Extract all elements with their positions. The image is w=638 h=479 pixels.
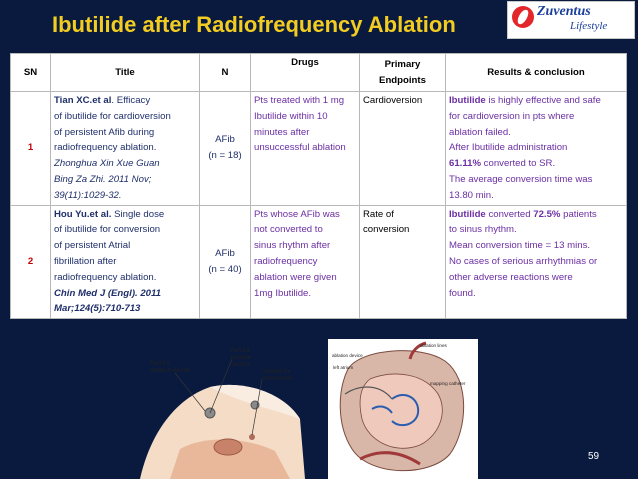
row1-results-l6: The average conversion time was <box>449 173 593 185</box>
row1-drugs-l1: Pts treated with 1 mg <box>254 95 345 106</box>
row1-title: Tian XC.et al. Efficacy of ibutilide for… <box>50 91 200 206</box>
header-endpoints-line2: Endpoints <box>379 74 426 86</box>
row1-results: Ibutilide is highly effective and safe f… <box>445 91 627 206</box>
header-endpoints: Primary Endpoints <box>359 53 446 92</box>
row2-results-drug: Ibutilide <box>449 208 486 220</box>
row2-results-l4: No cases of serious arrhythmias or <box>449 255 598 267</box>
logo-mark-icon <box>512 6 534 28</box>
row2-results-pct: 72.5% <box>533 208 561 220</box>
surgical-port-illustration: Port for surgical camera Port for ablati… <box>140 348 305 479</box>
row2-title: Hou Yu.et al. Single dose of ibutilide f… <box>50 204 200 320</box>
row1-title-l5: Zhonghua Xin Xue Guan <box>54 158 160 170</box>
row1-title-l6: Bing Za Zhi. 2011 Nov; <box>54 173 152 185</box>
row2-n-label: AFib <box>215 248 235 260</box>
header-drugs-label: Drugs <box>291 57 319 68</box>
label-ablation-device: ablation device <box>332 353 363 358</box>
zuventus-logo: Zuventus Lifestyle <box>507 1 635 39</box>
header-n: N <box>199 53 251 92</box>
illustrations: Port for surgical camera Port for ablati… <box>140 339 478 479</box>
row2-n: AFib (n = 40) <box>199 204 251 320</box>
row2-title-l4: fibrillation after <box>54 255 117 267</box>
row2-results-l5: other adverse reactions were <box>449 271 573 283</box>
row2-drugs-l1: Pts whose AFib was <box>254 208 340 220</box>
row2-title-l3: of persistent Atrial <box>54 240 131 252</box>
row1-results-pct: 61.11% <box>449 158 482 170</box>
row1-results-l7: 13.80 min. <box>449 189 494 201</box>
logo-tagline: Lifestyle <box>570 20 608 32</box>
row1-author: Tian XC.et al <box>54 95 112 106</box>
row1-title-l1: . Efficacy <box>111 95 151 106</box>
heart-ablation-illustration: ablation lines mapping catheter ablation… <box>328 339 478 479</box>
table-row: 1 Tian XC.et al. Efficacy of ibutilide f… <box>10 91 627 206</box>
row2-drugs-l6: 1mg Ibutilide. <box>254 287 312 299</box>
page-number: 59 <box>588 451 600 462</box>
label-left-atrium: left atrium <box>333 365 353 370</box>
row2-title-l6: Chin Med J (Engl). 2011 <box>54 287 161 299</box>
label-mapping-catheter: mapping catheter <box>430 381 466 386</box>
row1-drugs: Pts treated with 1 mg Ibutilide within 1… <box>250 91 360 206</box>
row1-results-l4: After Ibutilide administration <box>449 142 568 154</box>
header-drugs: Drugs <box>250 53 360 92</box>
row1-n-label: AFib <box>215 134 235 146</box>
table-header-row: SN Title N Drugs Primary Endpoints Resul… <box>10 53 627 92</box>
row2-drugs: Pts whose AFib was not converted to sinu… <box>250 204 360 320</box>
row2-n-count: (n = 40) <box>208 263 242 275</box>
label-port-device-1: Port for <box>150 361 170 367</box>
label-incision-1: Incision for <box>262 369 291 375</box>
slide-title: Ibutilide after Radiofrequency Ablation <box>52 12 456 37</box>
row1-title-l3: of persistent Afib during <box>54 126 155 138</box>
row2-results-l1-rest: patients <box>560 208 597 220</box>
header-endpoints-line1: Primary <box>384 58 421 70</box>
header-title: Title <box>50 53 200 92</box>
label-ablation-lines: ablation lines <box>420 343 448 348</box>
row2-results: Ibutilide converted 72.5% patients to si… <box>445 204 627 320</box>
row1-title-l4: radiofrequency ablation. <box>54 142 157 154</box>
row2-title-l1: Single dose <box>111 208 165 220</box>
row1-n: AFib (n = 18) <box>199 91 251 206</box>
row2-results-l6: found. <box>449 287 476 299</box>
row1-n-count: (n = 18) <box>208 150 242 162</box>
row2-title-l5: radiofrequency ablation. <box>54 271 157 283</box>
study-table: SN Title N Drugs Primary Endpoints Resul… <box>10 53 627 320</box>
row1-drugs-l2: Ibutilide within 10 <box>254 110 328 122</box>
header-sn: SN <box>10 53 51 92</box>
row1-drugs-l4: unsuccessful ablation <box>254 142 346 154</box>
label-incision-2: instruments <box>262 376 293 382</box>
row2-endpoint-l2: conversion <box>363 224 410 236</box>
row1-title-l7: 39(11):1029-32. <box>54 189 122 201</box>
header-results: Results & conclusion <box>445 53 627 92</box>
row2-title-l7: Mar;124(5):710-713 <box>54 303 141 315</box>
row1-sn: 1 <box>10 91 51 206</box>
row2-results-l2: to sinus rhythm. <box>449 224 517 236</box>
row2-endpoint-l1: Rate of <box>363 208 394 220</box>
row2-drugs-l4: radiofrequency <box>254 255 318 267</box>
row2-endpoint: Rate of conversion <box>359 204 446 320</box>
row1-results-drug: Ibutilide <box>449 95 486 106</box>
row1-results-l2: for cardioversion in pts where <box>449 110 575 122</box>
table-row: 2 Hou Yu.et al. Single dose of ibutilide… <box>10 204 627 320</box>
row2-drugs-l3: sinus rhythm after <box>254 240 331 252</box>
row2-title-l2: of ibutilide for conversion <box>54 224 161 236</box>
row1-results-l1: is highly effective and safe <box>485 95 601 106</box>
label-port-camera-3: camera <box>230 362 251 368</box>
row1-endpoint: Cardioversion <box>359 91 446 206</box>
row2-author: Hou Yu.et al. <box>54 208 112 220</box>
row1-title-l2: of ibutilide for cardioversion <box>54 110 171 122</box>
row2-drugs-l2: not converted to <box>254 224 323 236</box>
row2-drugs-l5: ablation were given <box>254 271 337 283</box>
row1-drugs-l3: minutes after <box>254 126 310 138</box>
row2-results-l3: Mean conversion time = 13 mins. <box>449 240 591 252</box>
row2-results-l1-mid: converted <box>485 208 534 220</box>
row1-results-l3: ablation failed. <box>449 126 511 138</box>
row2-sn: 2 <box>10 204 51 320</box>
label-port-camera-2: surgical <box>230 355 251 361</box>
label-port-device-2: ablation device <box>150 368 191 374</box>
row1-results-l5: converted to SR. <box>481 158 556 170</box>
logo-brand: Zuventus <box>537 4 591 19</box>
label-port-camera-1: Port for <box>230 348 250 354</box>
